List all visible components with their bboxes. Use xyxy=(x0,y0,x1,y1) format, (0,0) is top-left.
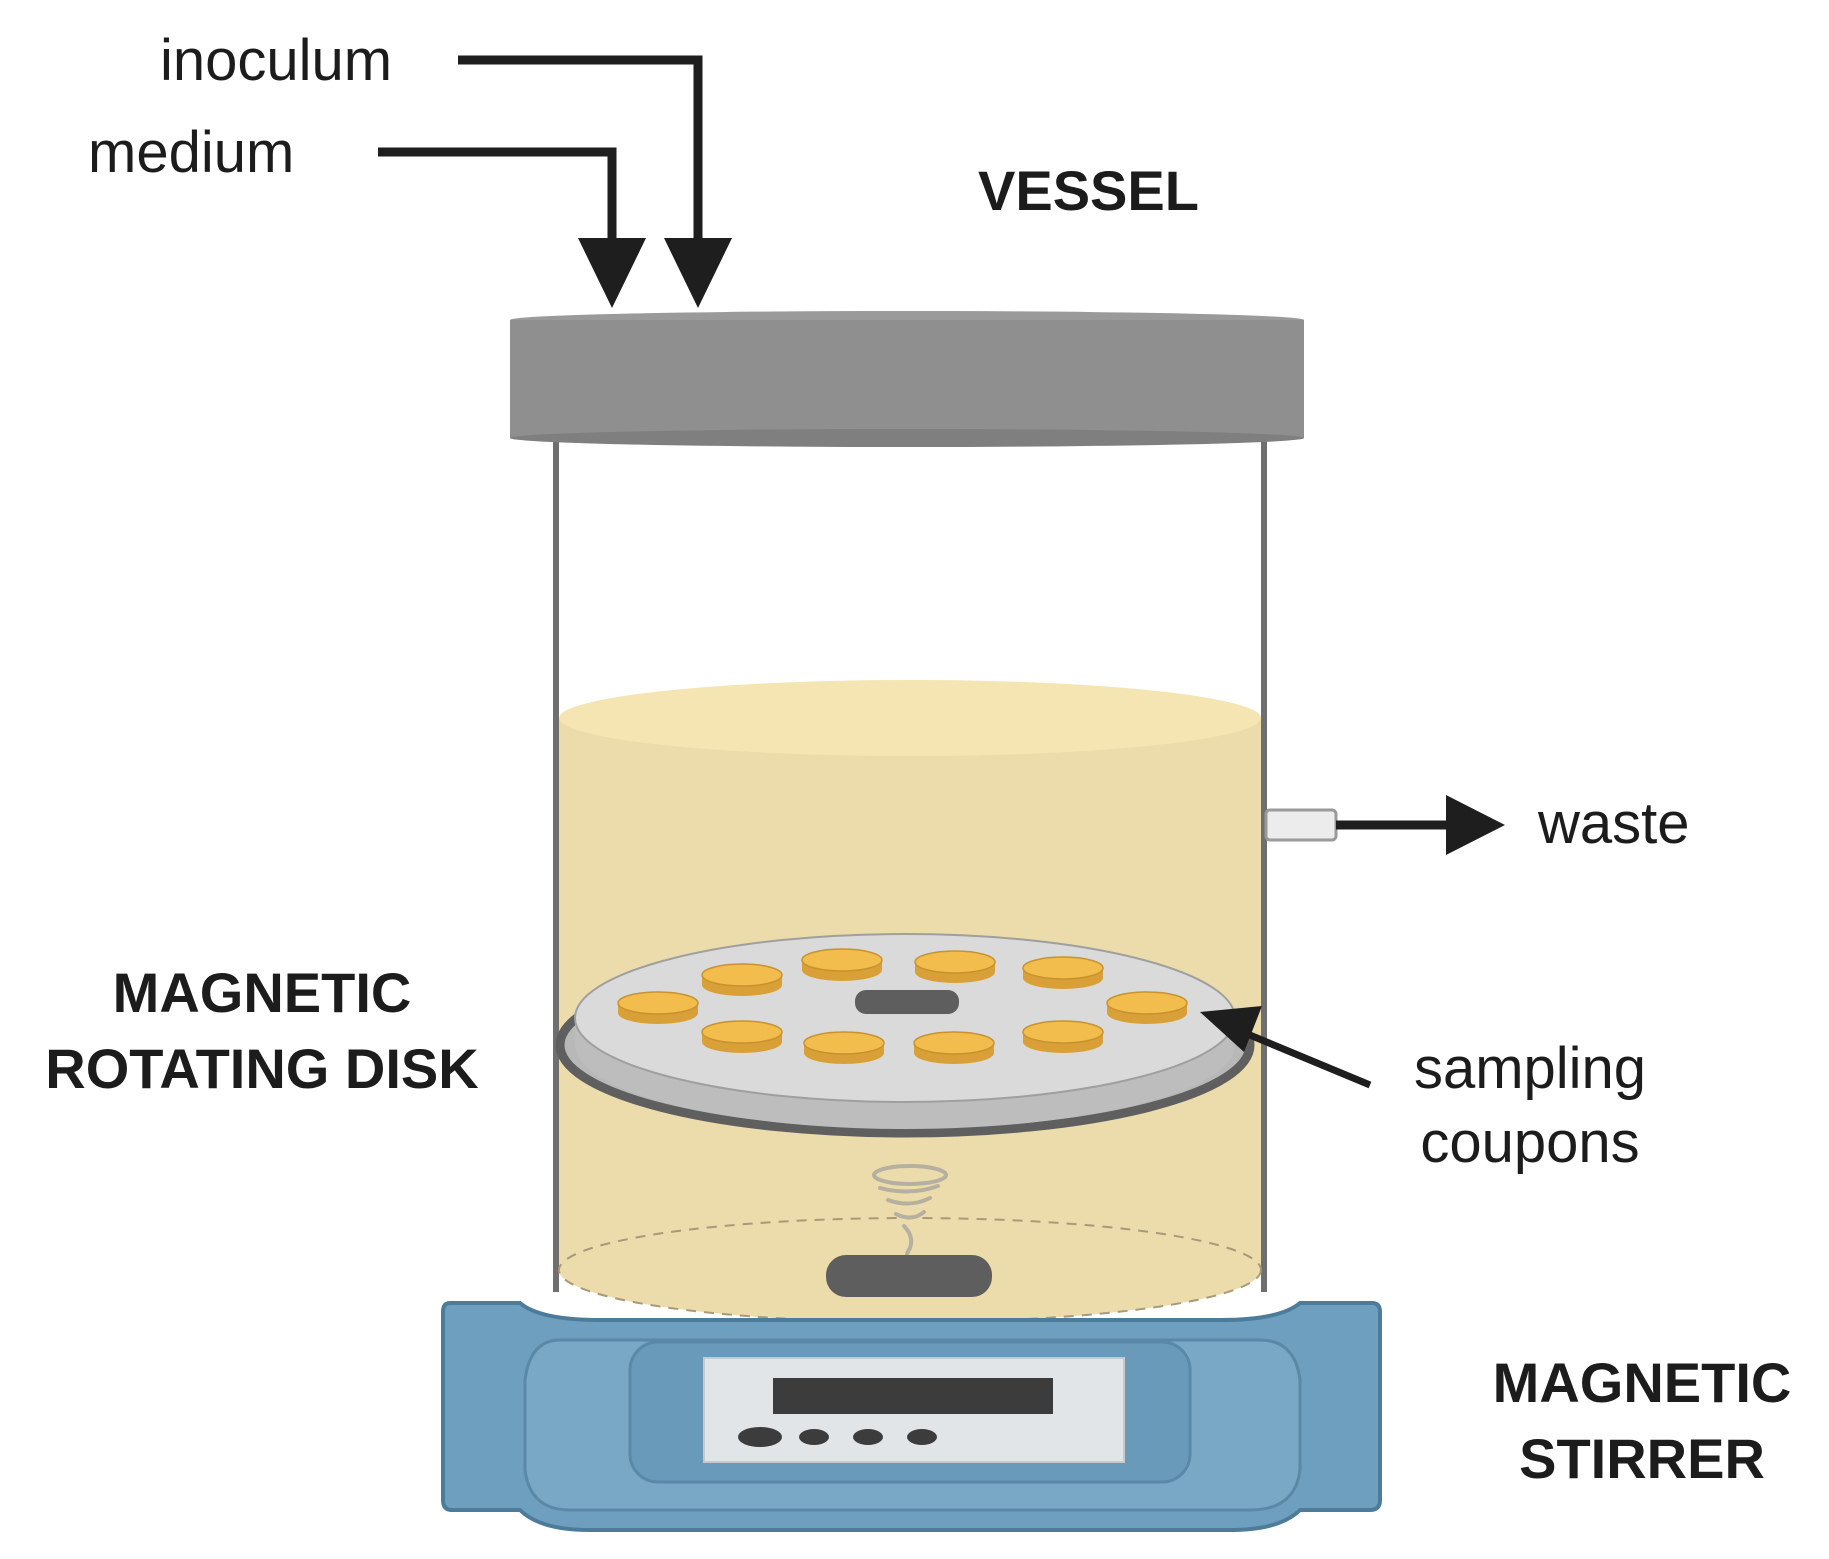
stirrer-button xyxy=(799,1429,829,1445)
sampling-coupons-pointer xyxy=(1200,1006,1372,1089)
vessel-label: VESSEL xyxy=(978,159,1199,222)
inoculum-label: inoculum xyxy=(160,28,392,93)
waste-outlet xyxy=(1264,795,1505,855)
magnetic-rotating-disk xyxy=(555,933,1255,1138)
stir-bar xyxy=(826,1255,992,1297)
medium-label: medium xyxy=(88,120,294,185)
stirrer-label-line1: MAGNETIC xyxy=(1493,1351,1792,1414)
stirrer-button xyxy=(853,1429,883,1445)
sampling-coupon xyxy=(914,950,996,983)
sampling-coupon xyxy=(803,1031,885,1064)
sampling-coupon xyxy=(701,963,783,996)
waste-label: waste xyxy=(1537,791,1690,856)
stirrer-label-line2: STIRRER xyxy=(1519,1427,1765,1490)
sampling-coupon xyxy=(913,1031,995,1064)
vessel xyxy=(510,311,1505,1323)
vessel-lid xyxy=(510,311,1304,447)
sampling-coupon xyxy=(701,1020,783,1053)
sampling-coupon xyxy=(617,991,699,1024)
sampling-coupon xyxy=(801,948,883,981)
magnetic-stirrer xyxy=(441,1301,1382,1532)
sampling-coupons xyxy=(617,948,1188,1064)
sampling-coupon xyxy=(1022,956,1104,989)
medium-arrow xyxy=(378,147,646,308)
sampling-label-line2: coupons xyxy=(1420,1110,1639,1175)
stirrer-button xyxy=(907,1429,937,1445)
inoculum-arrow xyxy=(458,55,732,308)
rotating-disk-label-line2: ROTATING DISK xyxy=(45,1037,478,1100)
rotating-disk-label-line1: MAGNETIC xyxy=(113,961,412,1024)
sampling-label-line1: sampling xyxy=(1414,1036,1646,1101)
sampling-coupon xyxy=(1022,1020,1104,1053)
sampling-coupon xyxy=(1106,991,1188,1024)
stirrer-knob xyxy=(738,1427,782,1447)
disk-magnet xyxy=(855,990,959,1014)
stirrer-display xyxy=(773,1378,1053,1414)
